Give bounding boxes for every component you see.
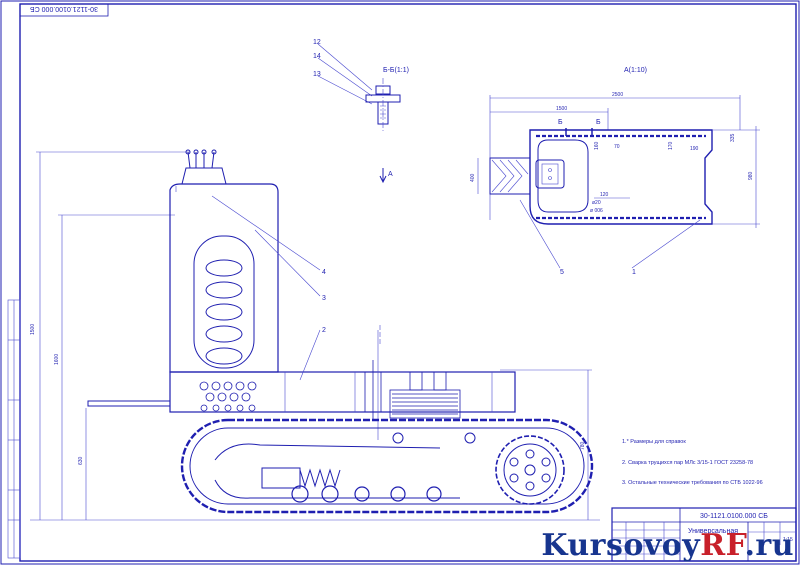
plan-view-a: А(1:10) 2500 1500 980 335 400 170 190 16… <box>470 67 760 276</box>
chassis-holes <box>199 381 257 412</box>
technical-notes: 1.* Размеры для справок 2. Сварка трущих… <box>622 439 763 486</box>
dim-2500: 2500 <box>612 92 623 98</box>
view-arrow-label: А <box>388 171 393 178</box>
dim-height-1500: 1500 <box>30 324 36 335</box>
dim-170: 170 <box>668 141 674 150</box>
callout-2: 2 <box>322 327 326 334</box>
top-handles <box>185 149 217 169</box>
drawbar <box>87 400 171 407</box>
section-view-bb: Б-Б(1:1) 12 14 13 <box>313 39 409 132</box>
hopper-oval-slots <box>205 259 243 365</box>
callout-12: 12 <box>313 39 321 46</box>
dim-190: 190 <box>690 146 699 152</box>
callout-5: 5 <box>560 269 564 276</box>
rotated-stamp-box <box>19 3 109 17</box>
hopper-cap <box>181 167 227 185</box>
watermark-tail: .ru <box>744 528 794 563</box>
watermark-accent: RF <box>700 528 745 563</box>
tall-hopper-body <box>169 183 279 373</box>
view-label: А(1:10) <box>624 67 647 74</box>
gear-mechanism <box>364 360 461 420</box>
note-1: 1.* Размеры для справок <box>622 439 686 445</box>
inner-border <box>19 3 797 562</box>
dim-120: 120 <box>600 192 609 198</box>
dim-1500-plan: 1500 <box>556 106 567 112</box>
section-mark-left: Б <box>558 119 563 126</box>
view-arrow-a: А <box>379 168 393 184</box>
callout-14: 14 <box>313 53 321 60</box>
callout-13: 13 <box>313 71 321 78</box>
dim-height-1600: 1600 <box>54 354 60 365</box>
scale-value: 1:15 <box>783 537 793 543</box>
callout-3: 3 <box>322 295 326 302</box>
callout-1: 1 <box>632 269 636 276</box>
title-name: Универсальная <box>688 528 738 535</box>
main-side-view: 1500 1600 630 780 <box>30 149 600 521</box>
dim-70: 70 <box>614 144 620 150</box>
rotated-stamp-code: 30-1121.0100.000 СБ <box>30 5 98 12</box>
title-code: 30-1121.0100.000 СБ <box>700 513 768 520</box>
dim-980: 980 <box>748 171 754 180</box>
dim-d006: ø 006 <box>590 208 603 214</box>
dim-d20: ø20 <box>592 200 601 206</box>
note-2: 2. Сварка трущихся пар МЛс 3/15-1 ГОСТ 2… <box>622 460 753 466</box>
chassis-frame <box>169 371 516 413</box>
dim-335: 335 <box>730 133 736 142</box>
title-block: 30-1121.0100.000 СБ Универсальная 1:15 <box>611 507 797 562</box>
callout-4: 4 <box>322 269 326 276</box>
dim-160: 160 <box>594 141 600 150</box>
section-mark-right: Б <box>596 119 601 126</box>
kursovoyrf-watermark: KursovoyRF.ru <box>541 528 794 563</box>
watermark-main: Kursovoy <box>541 528 701 563</box>
note-3: 3. Остальные технические требования по С… <box>622 480 763 486</box>
dim-height-780: 780 <box>580 441 586 450</box>
hopper-window <box>193 235 255 369</box>
dim-400: 400 <box>470 173 476 182</box>
dim-height-630: 630 <box>78 456 84 465</box>
section-label: Б-Б(1:1) <box>383 67 409 74</box>
crawler-track <box>180 418 594 514</box>
